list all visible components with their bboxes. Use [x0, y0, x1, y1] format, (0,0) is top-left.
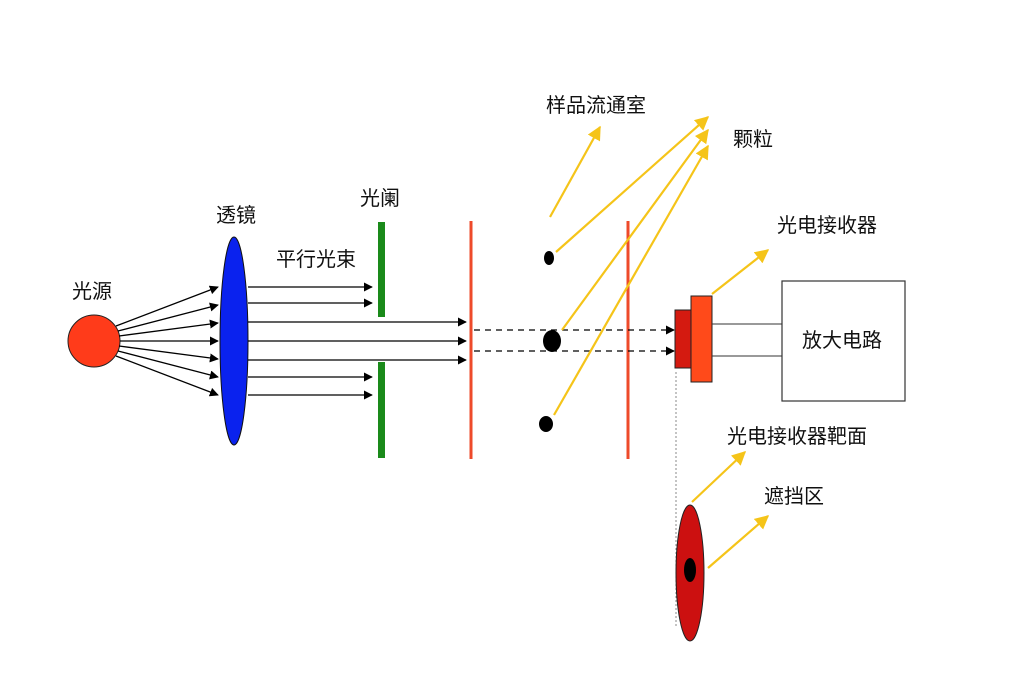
photoreceiver-body [690, 295, 713, 383]
particle-bottom [539, 416, 553, 432]
sample-chamber-pointer [549, 125, 601, 218]
lens [219, 236, 249, 446]
pointer-arrows [549, 116, 770, 569]
particle-pointer-top [555, 116, 710, 253]
aperture-label: 光阑 [360, 186, 400, 210]
particle-top [544, 251, 554, 265]
light-source [67, 314, 121, 368]
particle-pointer-middle [561, 128, 709, 331]
amplifier-box [781, 280, 906, 402]
shadow-zone [684, 558, 696, 582]
dashed-beams [474, 325, 675, 356]
receiver-target-label: 光电接收器靶面 [727, 424, 867, 448]
aperture-upper-plate [378, 222, 385, 317]
parallel-rays-pass [248, 317, 467, 365]
aperture-lower-plate [378, 362, 385, 458]
amplifier-label: 放大电路 [802, 328, 882, 352]
parallel-beam-label: 平行光束 [276, 247, 356, 271]
shadow-zone-pointer [707, 515, 770, 569]
sample-chamber-label: 样品流通室 [546, 93, 646, 117]
parallel-rays-blocked [248, 282, 373, 400]
particles-label: 颗粒 [733, 127, 773, 151]
diverging-rays [115, 285, 219, 397]
photoreceiver-target-block [674, 309, 694, 369]
photoreceiver-label: 光电接收器 [777, 213, 877, 237]
aperture [378, 222, 385, 458]
particle-pointer-bottom [553, 144, 709, 416]
shadow-zone-label: 遮挡区 [764, 484, 824, 508]
lens-label: 透镜 [216, 203, 256, 227]
receiver-target-pointer [691, 451, 747, 503]
light-source-label: 光源 [72, 279, 112, 303]
receiver-pointer [711, 249, 770, 295]
particle-middle [543, 330, 561, 352]
